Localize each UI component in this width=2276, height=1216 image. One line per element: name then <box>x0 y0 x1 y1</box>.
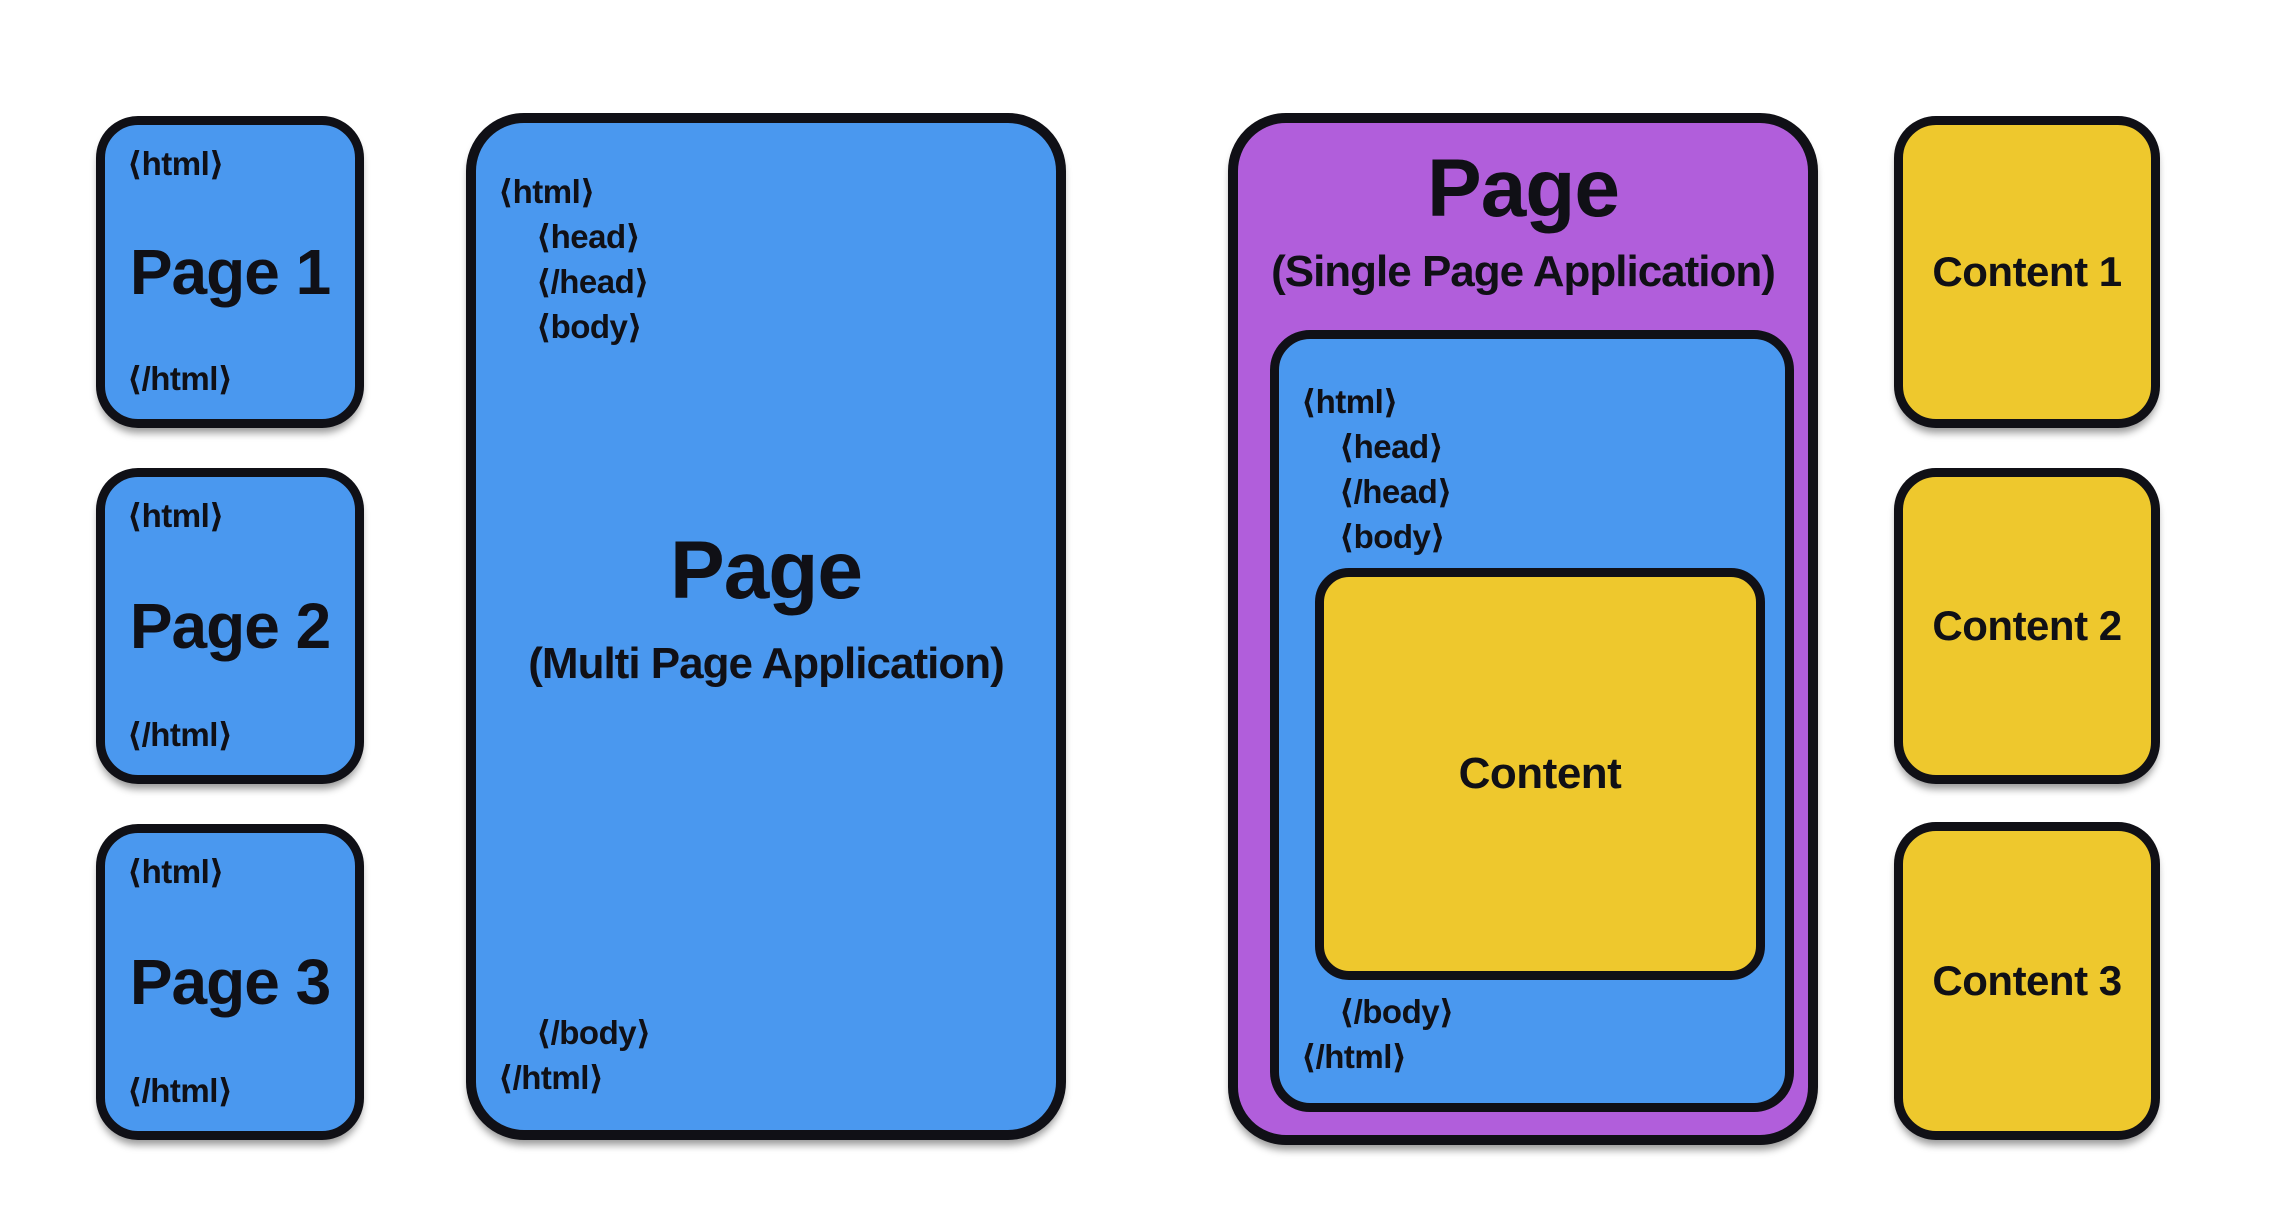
mpa-title: Page <box>670 525 863 616</box>
head-open-tag: ⟨head⟩ <box>1339 428 1444 465</box>
spa-document-box: ⟨html⟩ ⟨head⟩ ⟨/head⟩ ⟨body⟩ Content ⟨/b… <box>1270 330 1794 1112</box>
html-open-tag: ⟨html⟩ <box>127 497 224 534</box>
spa-title: Page <box>1427 143 1620 234</box>
body-close-tag: ⟨/body⟩ <box>536 1014 651 1051</box>
spa-title-block: Page (Single Page Application) <box>1238 137 1808 303</box>
html-open-tag: ⟨html⟩ <box>127 145 224 182</box>
spa-close-tags: ⟨/body⟩ ⟨/html⟩ <box>1301 989 1454 1079</box>
page1-label: Page 1 <box>129 236 331 308</box>
spa-subtitle: (Single Page Application) <box>1271 247 1776 296</box>
body-close-tag: ⟨/body⟩ <box>1339 993 1454 1030</box>
html-close-tag: ⟨/html⟩ <box>1301 1038 1407 1075</box>
mpa-page1-box: ⟨html⟩ Page 1 ⟨/html⟩ <box>96 116 364 428</box>
spa-content2-box: Content 2 <box>1894 468 2160 784</box>
mpa-close-tags: ⟨/body⟩ ⟨/html⟩ <box>498 1010 651 1100</box>
html-open-tag: ⟨html⟩ <box>498 173 595 210</box>
head-close-tag: ⟨/head⟩ <box>536 263 649 300</box>
content3-label: Content 3 <box>1932 957 2122 1004</box>
html-open-tag: ⟨html⟩ <box>1301 383 1398 420</box>
page3-label: Page 3 <box>129 946 331 1018</box>
content1-label: Content 1 <box>1932 248 2122 295</box>
page2-label: Page 2 <box>129 590 331 662</box>
content2-label: Content 2 <box>1932 602 2122 649</box>
mpa-page3-box: ⟨html⟩ Page 3 ⟨/html⟩ <box>96 824 364 1140</box>
mpa-page2-box: ⟨html⟩ Page 2 ⟨/html⟩ <box>96 468 364 784</box>
mpa-subtitle: (Multi Page Application) <box>528 639 1004 688</box>
html-open-tag: ⟨html⟩ <box>127 853 224 890</box>
mpa-main-box: ⟨html⟩ ⟨head⟩ ⟨/head⟩ ⟨body⟩ Page (Multi… <box>466 113 1066 1140</box>
body-open-tag: ⟨body⟩ <box>536 308 642 345</box>
head-open-tag: ⟨head⟩ <box>536 218 641 255</box>
body-open-tag: ⟨body⟩ <box>1339 518 1445 555</box>
spa-content-box: Content <box>1315 568 1765 980</box>
html-close-tag: ⟨/html⟩ <box>127 716 233 753</box>
spa-content3-box: Content 3 <box>1894 822 2160 1140</box>
html-close-tag: ⟨/html⟩ <box>127 1072 233 1109</box>
mpa-open-tags: ⟨html⟩ ⟨head⟩ ⟨/head⟩ ⟨body⟩ <box>498 169 649 349</box>
spa-box: Page (Single Page Application) ⟨html⟩ ⟨h… <box>1228 113 1818 1145</box>
html-close-tag: ⟨/html⟩ <box>127 360 233 397</box>
spa-content-label: Content <box>1458 749 1622 798</box>
head-close-tag: ⟨/head⟩ <box>1339 473 1452 510</box>
spa-open-tags: ⟨html⟩ ⟨head⟩ ⟨/head⟩ ⟨body⟩ <box>1301 379 1452 559</box>
spa-content1-box: Content 1 <box>1894 116 2160 428</box>
html-close-tag: ⟨/html⟩ <box>498 1059 604 1096</box>
mpa-title-block: Page (Multi Page Application) <box>476 519 1056 695</box>
